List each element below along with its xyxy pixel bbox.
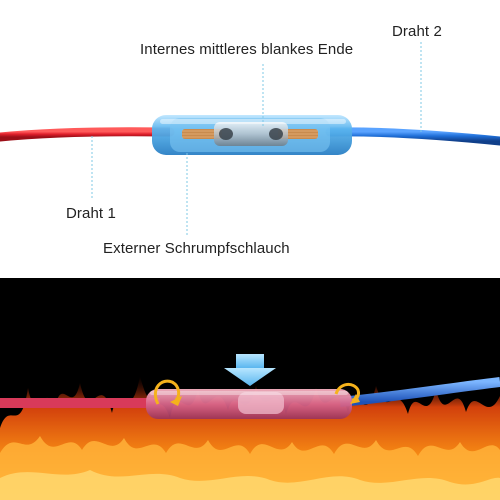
label-external-shrink-tube: Externer Schrumpfschlauch xyxy=(103,240,290,257)
butt-connector xyxy=(152,115,352,155)
right-shrink-arrow-icon xyxy=(334,383,360,404)
shrunk-connector xyxy=(146,389,352,419)
label-internal-bare-end: Internes mittleres blankes Ende xyxy=(140,41,354,58)
left-shrink-arrow-icon xyxy=(153,379,182,406)
label-wire-2: Draht 2 xyxy=(392,23,442,40)
down-arrow-icon xyxy=(224,354,276,386)
label-wire-1: Draht 1 xyxy=(66,205,116,222)
blue-wire-heated xyxy=(339,377,500,407)
connector-photo xyxy=(0,42,500,236)
flame-scene xyxy=(0,354,500,500)
red-wire xyxy=(0,127,175,142)
connector-diagram: Internes mittleres blankes Ende Draht 2 … xyxy=(0,23,500,257)
blue-wire xyxy=(325,127,500,146)
heat-shrink-photo xyxy=(0,278,500,500)
